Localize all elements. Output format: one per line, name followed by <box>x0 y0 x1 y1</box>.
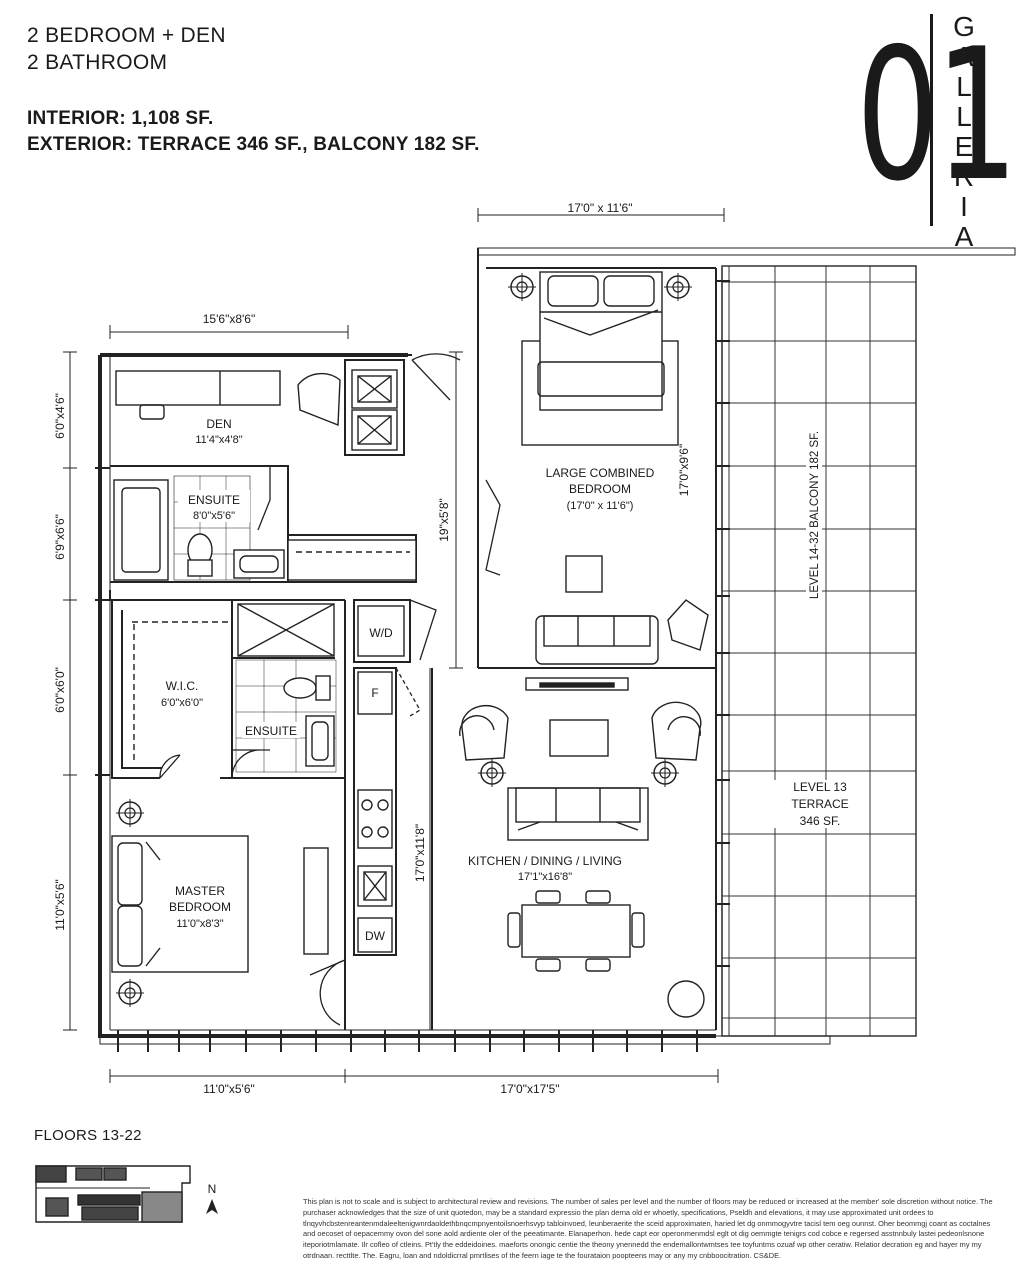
kitchen-appliances <box>357 605 405 953</box>
kitchen-label-bg <box>460 852 630 884</box>
wic-size: 6'0"x6'0" <box>161 697 203 709</box>
logo-letter: A <box>954 41 974 72</box>
master-bedroom-size: 11'0"x8'3" <box>176 918 223 930</box>
floors-label: FLOORS 13-22 <box>34 1127 142 1144</box>
den-furniture <box>115 369 398 451</box>
dim-bedroom-top: 17'0" x 11'6" <box>568 201 633 215</box>
logo-letter: G <box>953 11 975 42</box>
terrace-label-line2: TERRACE <box>791 797 848 811</box>
large-bedroom-name-1: LARGE COMBINED <box>546 466 655 480</box>
wic-name: W.I.C. <box>166 679 199 693</box>
large-bedroom-furniture <box>507 271 709 665</box>
logo-wordmark: G A L L E R I A <box>944 12 984 252</box>
dim-bedroom-vertical: 17'0"x9'6" <box>677 444 691 496</box>
dim-left-4: 11'0"x5'6" <box>53 879 67 931</box>
exterior-walls <box>95 247 1016 1052</box>
terrace-label-bg <box>772 780 866 828</box>
ensuite-2-name: ENSUITE <box>245 724 297 738</box>
ensuite-1-label-bg <box>178 490 250 522</box>
dim-bottom-left: 11'0"x5'6" <box>203 1082 255 1096</box>
dim-den-top: 15'6"x8'6" <box>203 312 255 326</box>
large-bedroom-label-bg <box>538 462 666 512</box>
kitchen-dining-living-size: 17'1"x16'8" <box>518 871 572 883</box>
master-bedroom-name-1: MASTER <box>175 884 225 898</box>
dim-left-2: 6'9"x6'6" <box>53 514 67 560</box>
large-bedroom-name-2: BEDROOM <box>569 482 631 496</box>
den-size: 11'4"x4'8" <box>195 434 242 446</box>
dimension-lines <box>63 208 725 1083</box>
balcony-label: LEVEL 14-32 BALCONY 182 SF. <box>809 431 821 599</box>
key-plan <box>35 1165 191 1223</box>
ensuite-2-label-bg <box>242 722 300 738</box>
den-name: DEN <box>206 417 231 431</box>
ensuite-1-fixtures <box>113 475 417 581</box>
dimension-labels: 17'0" x 11'6" 15'6"x8'6" 6'0"x4'6" 6'9"x… <box>53 201 691 1096</box>
logo-letter: R <box>953 161 975 192</box>
logo-number: 01 <box>856 9 1018 221</box>
fridge-label: F <box>371 686 378 700</box>
master-bedroom-name-2: BEDROOM <box>169 900 231 914</box>
terrace-label-line1: LEVEL 13 <box>793 780 847 794</box>
disclaimer-text: This plan is not to scale and is subject… <box>303 1197 993 1260</box>
dim-kitchen-vertical: 17'0"x11'8" <box>413 824 427 882</box>
north-arrow-icon <box>206 1199 218 1214</box>
dim-left-3: 6'0"x6'0" <box>53 667 67 713</box>
logo-divider <box>930 14 933 226</box>
logo-letter: L <box>956 71 972 102</box>
interior-area: INTERIOR: 1,108 SF. <box>27 108 214 129</box>
north-label: N <box>208 1182 217 1196</box>
unit-area: INTERIOR: 1,108 SF. EXTERIOR: TERRACE 34… <box>27 106 480 158</box>
living-dining-furniture <box>459 677 705 1018</box>
logo-letter: A <box>954 221 974 252</box>
wic-ensuite-2-fixtures <box>132 603 337 773</box>
terrace-grid <box>721 265 917 1037</box>
dim-left-1: 6'0"x4'6" <box>53 393 67 439</box>
balcony-label-bg <box>806 412 822 618</box>
ensuite-1-size: 8'0"x5'6" <box>193 510 235 522</box>
large-bedroom-size: (17'0" x 11'6") <box>567 500 634 512</box>
unit-type-bedrooms: 2 BEDROOM + DEN <box>27 24 226 47</box>
washer-dryer-label: W/D <box>369 626 393 640</box>
terrace-label-line3: 346 SF. <box>800 814 841 828</box>
logo-letter: I <box>960 191 968 222</box>
kitchen-dining-living-name: KITCHEN / DINING / LIVING <box>468 854 622 868</box>
dim-mid-vertical: 19"x5'8" <box>437 498 451 542</box>
dim-bottom-right: 17'0"x17'5" <box>500 1082 559 1096</box>
unit-type: 2 BEDROOM + DEN 2 BATHROOM <box>27 22 226 76</box>
logo-letter: L <box>956 101 972 132</box>
exterior-area: EXTERIOR: TERRACE 346 SF., BALCONY 182 S… <box>27 134 480 155</box>
master-bedroom-furniture <box>111 798 329 1008</box>
interior-walls <box>109 354 716 1030</box>
dishwasher-label: DW <box>365 929 386 943</box>
ensuite-1-name: ENSUITE <box>188 493 240 507</box>
logo-letter: E <box>954 131 974 162</box>
doors <box>159 353 501 1026</box>
unit-type-bathrooms: 2 BATHROOM <box>27 51 168 74</box>
